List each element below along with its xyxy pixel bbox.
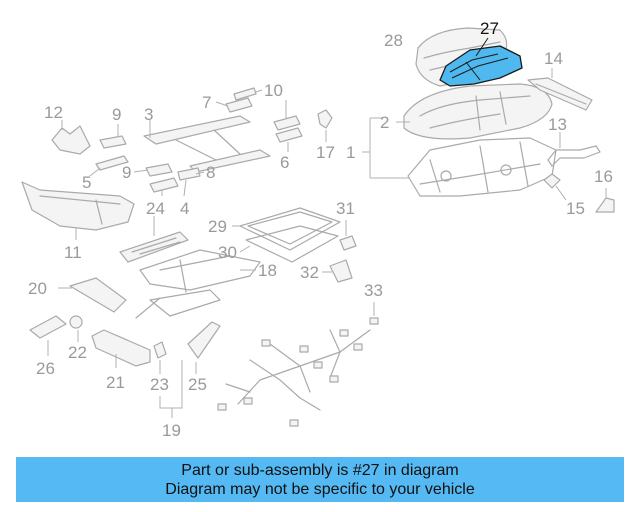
part-29-mat xyxy=(232,207,341,251)
callout-15[interactable]: 15 xyxy=(566,199,585,218)
part-18-lower-frame xyxy=(135,249,261,319)
part-20-panel xyxy=(58,277,127,313)
part-14-rail xyxy=(527,68,593,111)
part-13-lever xyxy=(547,132,601,167)
part-12-bracket xyxy=(51,120,91,155)
callout-28[interactable]: 28 xyxy=(384,31,403,50)
callout-10[interactable]: 10 xyxy=(264,81,283,100)
callout-27[interactable]: 27 xyxy=(480,19,499,38)
part-1-seat-frame xyxy=(407,137,557,197)
callout-22[interactable]: 22 xyxy=(68,343,87,362)
callout-7[interactable]: 7 xyxy=(202,93,211,112)
part-26-cover xyxy=(29,315,67,356)
callout-18[interactable]: 18 xyxy=(258,261,277,280)
callout-2[interactable]: 2 xyxy=(380,113,389,132)
callout-3[interactable]: 3 xyxy=(144,105,153,124)
part-24-grille xyxy=(119,216,189,263)
part-33-wiring-harness xyxy=(217,302,379,427)
parts-diagram: 27 28 14 2 1 13 16 15 12 9 3 7 10 17 6 5… xyxy=(21,19,615,440)
part-32-bracket xyxy=(322,259,353,283)
callout-23[interactable]: 23 xyxy=(150,375,169,394)
part-4-cover xyxy=(149,177,179,196)
callout-29[interactable]: 29 xyxy=(208,217,227,236)
callout-9-upper[interactable]: 9 xyxy=(112,105,121,124)
part-23-clip xyxy=(153,341,167,374)
callout-1[interactable]: 1 xyxy=(346,143,355,162)
callout-11[interactable]: 11 xyxy=(64,243,82,262)
callout-5[interactable]: 5 xyxy=(82,173,91,192)
part-5-trim xyxy=(89,155,129,177)
part-27-highlighted xyxy=(439,37,523,87)
banner-line-part-number: Part or sub-assembly is #27 in diagram xyxy=(181,461,459,479)
callout-4[interactable]: 4 xyxy=(180,199,189,218)
part-21-side-trim xyxy=(91,329,151,368)
callout-13[interactable]: 13 xyxy=(548,115,567,134)
part-15-clip xyxy=(543,173,567,201)
info-banner: Part or sub-assembly is #27 in diagram D… xyxy=(16,457,624,502)
part-6-latch xyxy=(273,100,303,152)
callout-24[interactable]: 24 xyxy=(146,199,165,218)
part-10-bracket xyxy=(233,87,263,101)
callout-14[interactable]: 14 xyxy=(544,49,563,68)
part-16-cap xyxy=(595,188,615,213)
part-9-cover-lower xyxy=(133,163,173,177)
part-22-knob xyxy=(69,315,83,342)
part-9-cover-upper xyxy=(99,124,127,149)
part-8-cover xyxy=(177,167,205,197)
callout-20[interactable]: 20 xyxy=(28,279,47,298)
callout-32[interactable]: 32 xyxy=(300,263,319,282)
part-31-connector xyxy=(339,220,357,251)
callout-17[interactable]: 17 xyxy=(316,143,335,162)
callout-12[interactable]: 12 xyxy=(44,103,63,122)
banner-line-disclaimer: Diagram may not be specific to your vehi… xyxy=(165,480,475,498)
callout-16[interactable]: 16 xyxy=(594,167,613,186)
callout-labels: 27 28 14 2 1 13 16 15 12 9 3 7 10 17 6 5… xyxy=(28,19,613,440)
callout-26[interactable]: 26 xyxy=(36,359,55,378)
callout-21[interactable]: 21 xyxy=(106,373,125,392)
part-7-bracket xyxy=(215,97,253,113)
callout-6[interactable]: 6 xyxy=(280,153,289,172)
callout-30[interactable]: 30 xyxy=(218,243,237,262)
callout-8[interactable]: 8 xyxy=(206,163,215,182)
part-25-trim xyxy=(187,321,221,374)
callout-25[interactable]: 25 xyxy=(188,375,207,394)
part-2-seat-pan xyxy=(403,83,553,140)
callout-31[interactable]: 31 xyxy=(336,199,355,218)
part-17-clip xyxy=(317,109,333,142)
part-11-side-shield xyxy=(21,181,135,240)
part-30-mat-frame xyxy=(239,225,339,263)
callout-19[interactable]: 19 xyxy=(162,421,181,440)
callout-9-lower[interactable]: 9 xyxy=(122,163,131,182)
callout-33[interactable]: 33 xyxy=(364,281,383,300)
part-3-track xyxy=(143,115,271,173)
